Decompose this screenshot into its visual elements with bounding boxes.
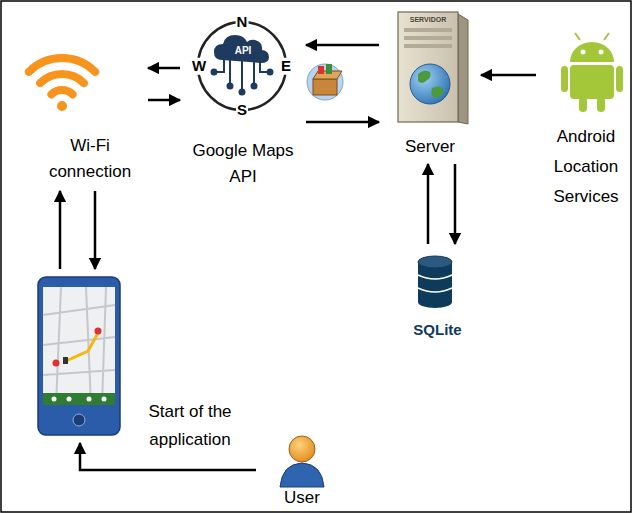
arrow-connector bbox=[59, 191, 62, 269]
wifi-icon bbox=[29, 58, 95, 111]
user-icon bbox=[280, 436, 324, 487]
database-node: SQLite bbox=[400, 250, 475, 340]
arrow-connector bbox=[94, 191, 97, 269]
android-node: Android Location Services bbox=[542, 22, 630, 212]
package-icon bbox=[307, 64, 343, 100]
api-badge-text: API bbox=[234, 45, 253, 56]
android-icon bbox=[561, 33, 623, 112]
arrow-connector bbox=[306, 121, 379, 124]
node-label: User bbox=[284, 488, 320, 508]
node-label: SQLite bbox=[413, 320, 461, 340]
server-icon bbox=[398, 12, 468, 124]
database-icon bbox=[418, 256, 452, 308]
compass-letter: N bbox=[236, 14, 249, 31]
arrow-connector bbox=[427, 164, 430, 244]
arrow-connector bbox=[148, 67, 180, 70]
arrow-connector bbox=[306, 44, 379, 47]
edge-label: Start of the application bbox=[128, 398, 252, 454]
api-compass-icon bbox=[198, 22, 286, 110]
wifi-node: Wi-Fi connection bbox=[38, 35, 142, 185]
smartphone-outline bbox=[36, 275, 122, 437]
compass-letter: E bbox=[280, 58, 292, 75]
node-label: Google Maps API bbox=[186, 138, 300, 190]
node-label: Android Location Services bbox=[542, 122, 630, 212]
compass-letter: W bbox=[191, 58, 207, 75]
node-label: Server bbox=[405, 136, 455, 158]
user-node: User bbox=[262, 432, 342, 508]
api-node: Google Maps API bbox=[186, 8, 300, 190]
compass-letter: S bbox=[236, 102, 248, 119]
server-node: Server bbox=[385, 8, 475, 158]
phone-node bbox=[36, 275, 122, 437]
arrow-connector bbox=[454, 164, 457, 244]
node-label: Wi-Fi connection bbox=[38, 133, 142, 185]
server-brand-text: SERVIDOR bbox=[409, 16, 447, 24]
arrow-connector bbox=[481, 74, 536, 77]
arrow-connector bbox=[148, 99, 180, 102]
